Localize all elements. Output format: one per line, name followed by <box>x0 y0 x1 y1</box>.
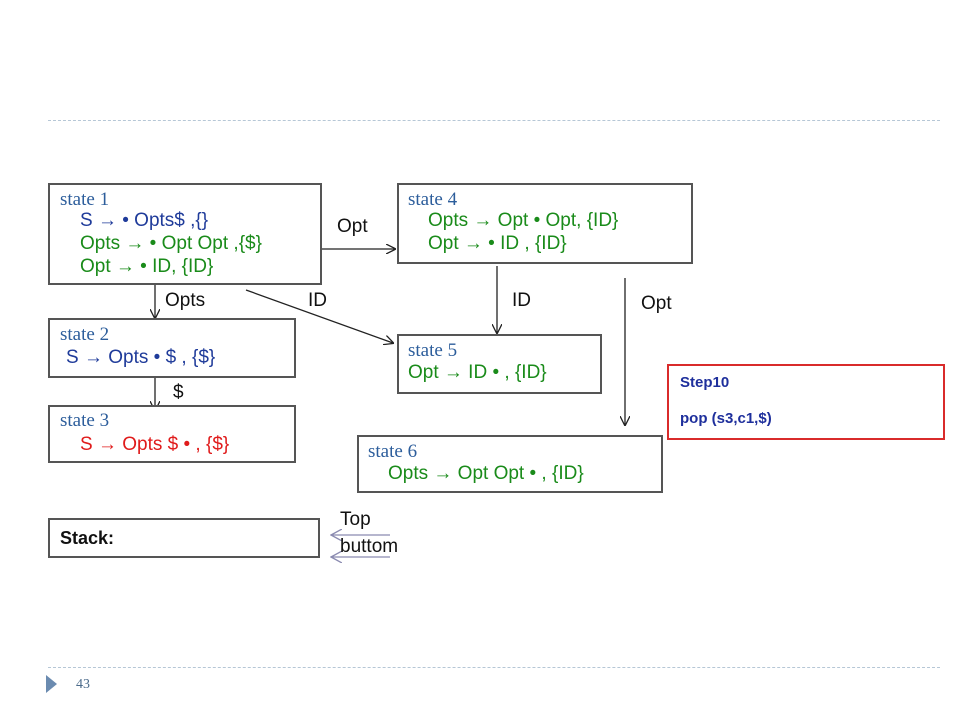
step-title: Step10 <box>680 374 730 391</box>
state-6-item-1: Opts → Opt Opt • , {ID} <box>388 463 584 484</box>
state-3-box <box>48 405 296 463</box>
state-4-title: state 4 <box>408 189 458 210</box>
state-2-title: state 2 <box>60 324 110 345</box>
stack-box <box>48 518 320 558</box>
state-2-box <box>48 318 296 378</box>
state-2-item-1: S → Opts • $ , {$} <box>66 347 216 368</box>
state-3-item-1: S → Opts $ • , {$} <box>80 434 230 455</box>
state-6-box <box>357 435 663 493</box>
state-5-item-1: Opt → ID • , {ID} <box>408 362 547 383</box>
edge-label-s4-s5: ID <box>512 290 531 311</box>
edge-label-s1-s4: Opt <box>337 216 368 237</box>
state-4-box <box>397 183 693 264</box>
state-3-title: state 3 <box>60 410 110 431</box>
state-1-box <box>48 183 322 285</box>
top-divider <box>48 120 940 121</box>
stack-bottom-label: buttom <box>340 536 399 557</box>
state-5-title: state 5 <box>408 340 458 361</box>
edge-s1-s5 <box>245 289 393 343</box>
edge-label-s2-s3: $ <box>173 382 184 403</box>
edge-label-s1-s2: Opts <box>165 290 206 311</box>
bottom-divider <box>48 667 940 668</box>
slide-marker-icon <box>46 675 57 693</box>
state-1-item-2: Opts → • Opt Opt ,{$} <box>80 233 262 254</box>
step-action: pop (s3,c1,$) <box>680 410 772 427</box>
stack-top-label: Top <box>340 509 371 530</box>
state-6-title: state 6 <box>368 441 418 462</box>
state-4-item-1: Opts → Opt • Opt, {ID} <box>428 210 619 231</box>
state-4-item-2: Opt → • ID , {ID} <box>428 233 567 254</box>
step-box <box>667 364 945 440</box>
stack-label: Stack: <box>60 528 115 548</box>
state-5-box <box>397 334 602 394</box>
edge-label-s4-s6: Opt <box>641 293 672 314</box>
state-1-item-1: S → • Opts$ ,{} <box>80 210 209 231</box>
state-1-item-3: Opt → • ID, {ID} <box>80 256 214 277</box>
state-1-title: state 1 <box>60 189 110 210</box>
page-number: 43 <box>76 677 90 692</box>
edge-label-s1-s5: ID <box>308 290 327 311</box>
